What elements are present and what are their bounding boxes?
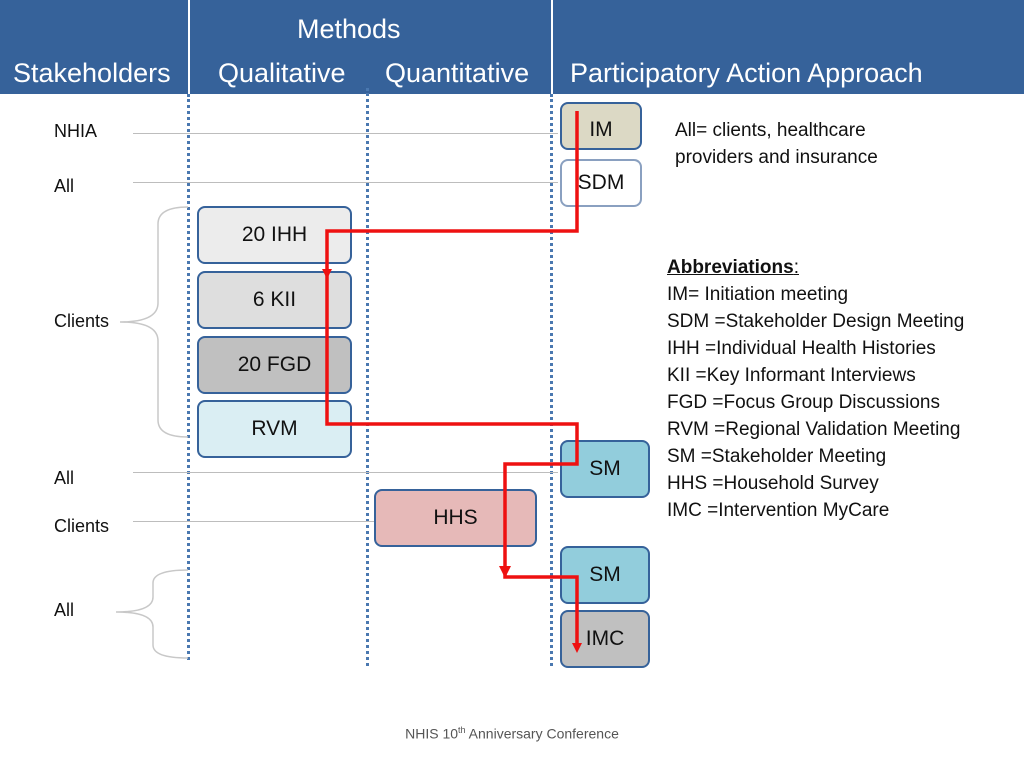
abbr-kii: KII =Key Informant Interviews <box>667 365 916 386</box>
header-qualitative: Qualitative <box>218 58 346 88</box>
header-methods: Methods <box>297 14 401 44</box>
brace-clients <box>119 206 189 438</box>
column-divider-participatory <box>550 94 553 666</box>
box-sdm: SDM <box>560 159 642 207</box>
row-line-nhia <box>133 133 558 134</box>
abbr-rvm: RVM =Regional Validation Meeting <box>667 419 961 440</box>
box-sm-2: SM <box>560 546 650 604</box>
all-definition-note: All= clients, healthcare providers and i… <box>675 117 878 171</box>
header-bar: Methods Stakeholders Qualitative Quantit… <box>0 0 1024 94</box>
stakeholder-all-2: All <box>54 468 75 488</box>
flow-arrow-2 <box>325 274 582 653</box>
header-participatory: Participatory Action Approach <box>570 58 923 88</box>
abbreviations-title: Abbreviations <box>667 257 794 278</box>
box-imc: IMC <box>560 610 650 668</box>
stakeholder-clients-1: Clients <box>54 311 110 331</box>
abbr-sdm: SDM =Stakeholder Design Meeting <box>667 311 965 332</box>
abbr-imc: IMC =Intervention MyCare <box>667 500 890 521</box>
all-note-line-2: providers and insurance <box>675 147 878 168</box>
abbr-sm: SM =Stakeholder Meeting <box>667 446 887 467</box>
row-line-all-2 <box>133 472 558 473</box>
abbreviations-title-row: Abbreviations: <box>667 254 964 281</box>
flow-arrow-1 <box>322 111 579 279</box>
abbr-fgd: FGD =Focus Group Discussions <box>667 392 940 413</box>
stakeholder-clients-2: Clients <box>54 516 110 536</box>
stakeholder-all-1: All <box>54 176 75 196</box>
column-divider-qualitative <box>187 94 190 660</box>
abbr-hhs: HHS =Household Survey <box>667 473 879 494</box>
header-quantitative: Quantitative <box>385 58 530 88</box>
footer-rest: Anniversary Conference <box>465 725 619 742</box>
header-divider-2 <box>551 0 553 94</box>
brace-all <box>115 569 189 659</box>
all-note-line-1: All= clients, healthcare <box>675 120 866 141</box>
box-sm-1: SM <box>560 440 650 498</box>
stakeholder-nhia: NHIA <box>54 121 98 141</box>
footer-text: NHIS 10 <box>405 725 459 742</box>
row-line-clients-2 <box>133 521 378 522</box>
flow-arrowhead-hhs <box>499 566 511 578</box>
footer-conference: NHIS 10th Anniversary Conference <box>0 725 1024 742</box>
abbreviations-list: Abbreviations: IM= Initiation meeting SD… <box>667 254 964 524</box>
stakeholder-all-3: All <box>54 600 75 620</box>
box-im: IM <box>560 102 642 150</box>
column-divider-quantitative <box>366 88 369 666</box>
abbr-ihh: IHH =Individual Health Histories <box>667 338 936 359</box>
row-line-all-1 <box>133 182 558 183</box>
footer-sup: th <box>458 725 466 735</box>
box-hhs: HHS <box>374 489 537 547</box>
abbreviations-colon: : <box>793 257 799 278</box>
header-stakeholders: Stakeholders <box>13 58 171 88</box>
header-divider-1 <box>188 0 190 94</box>
abbr-im: IM= Initiation meeting <box>667 284 849 305</box>
